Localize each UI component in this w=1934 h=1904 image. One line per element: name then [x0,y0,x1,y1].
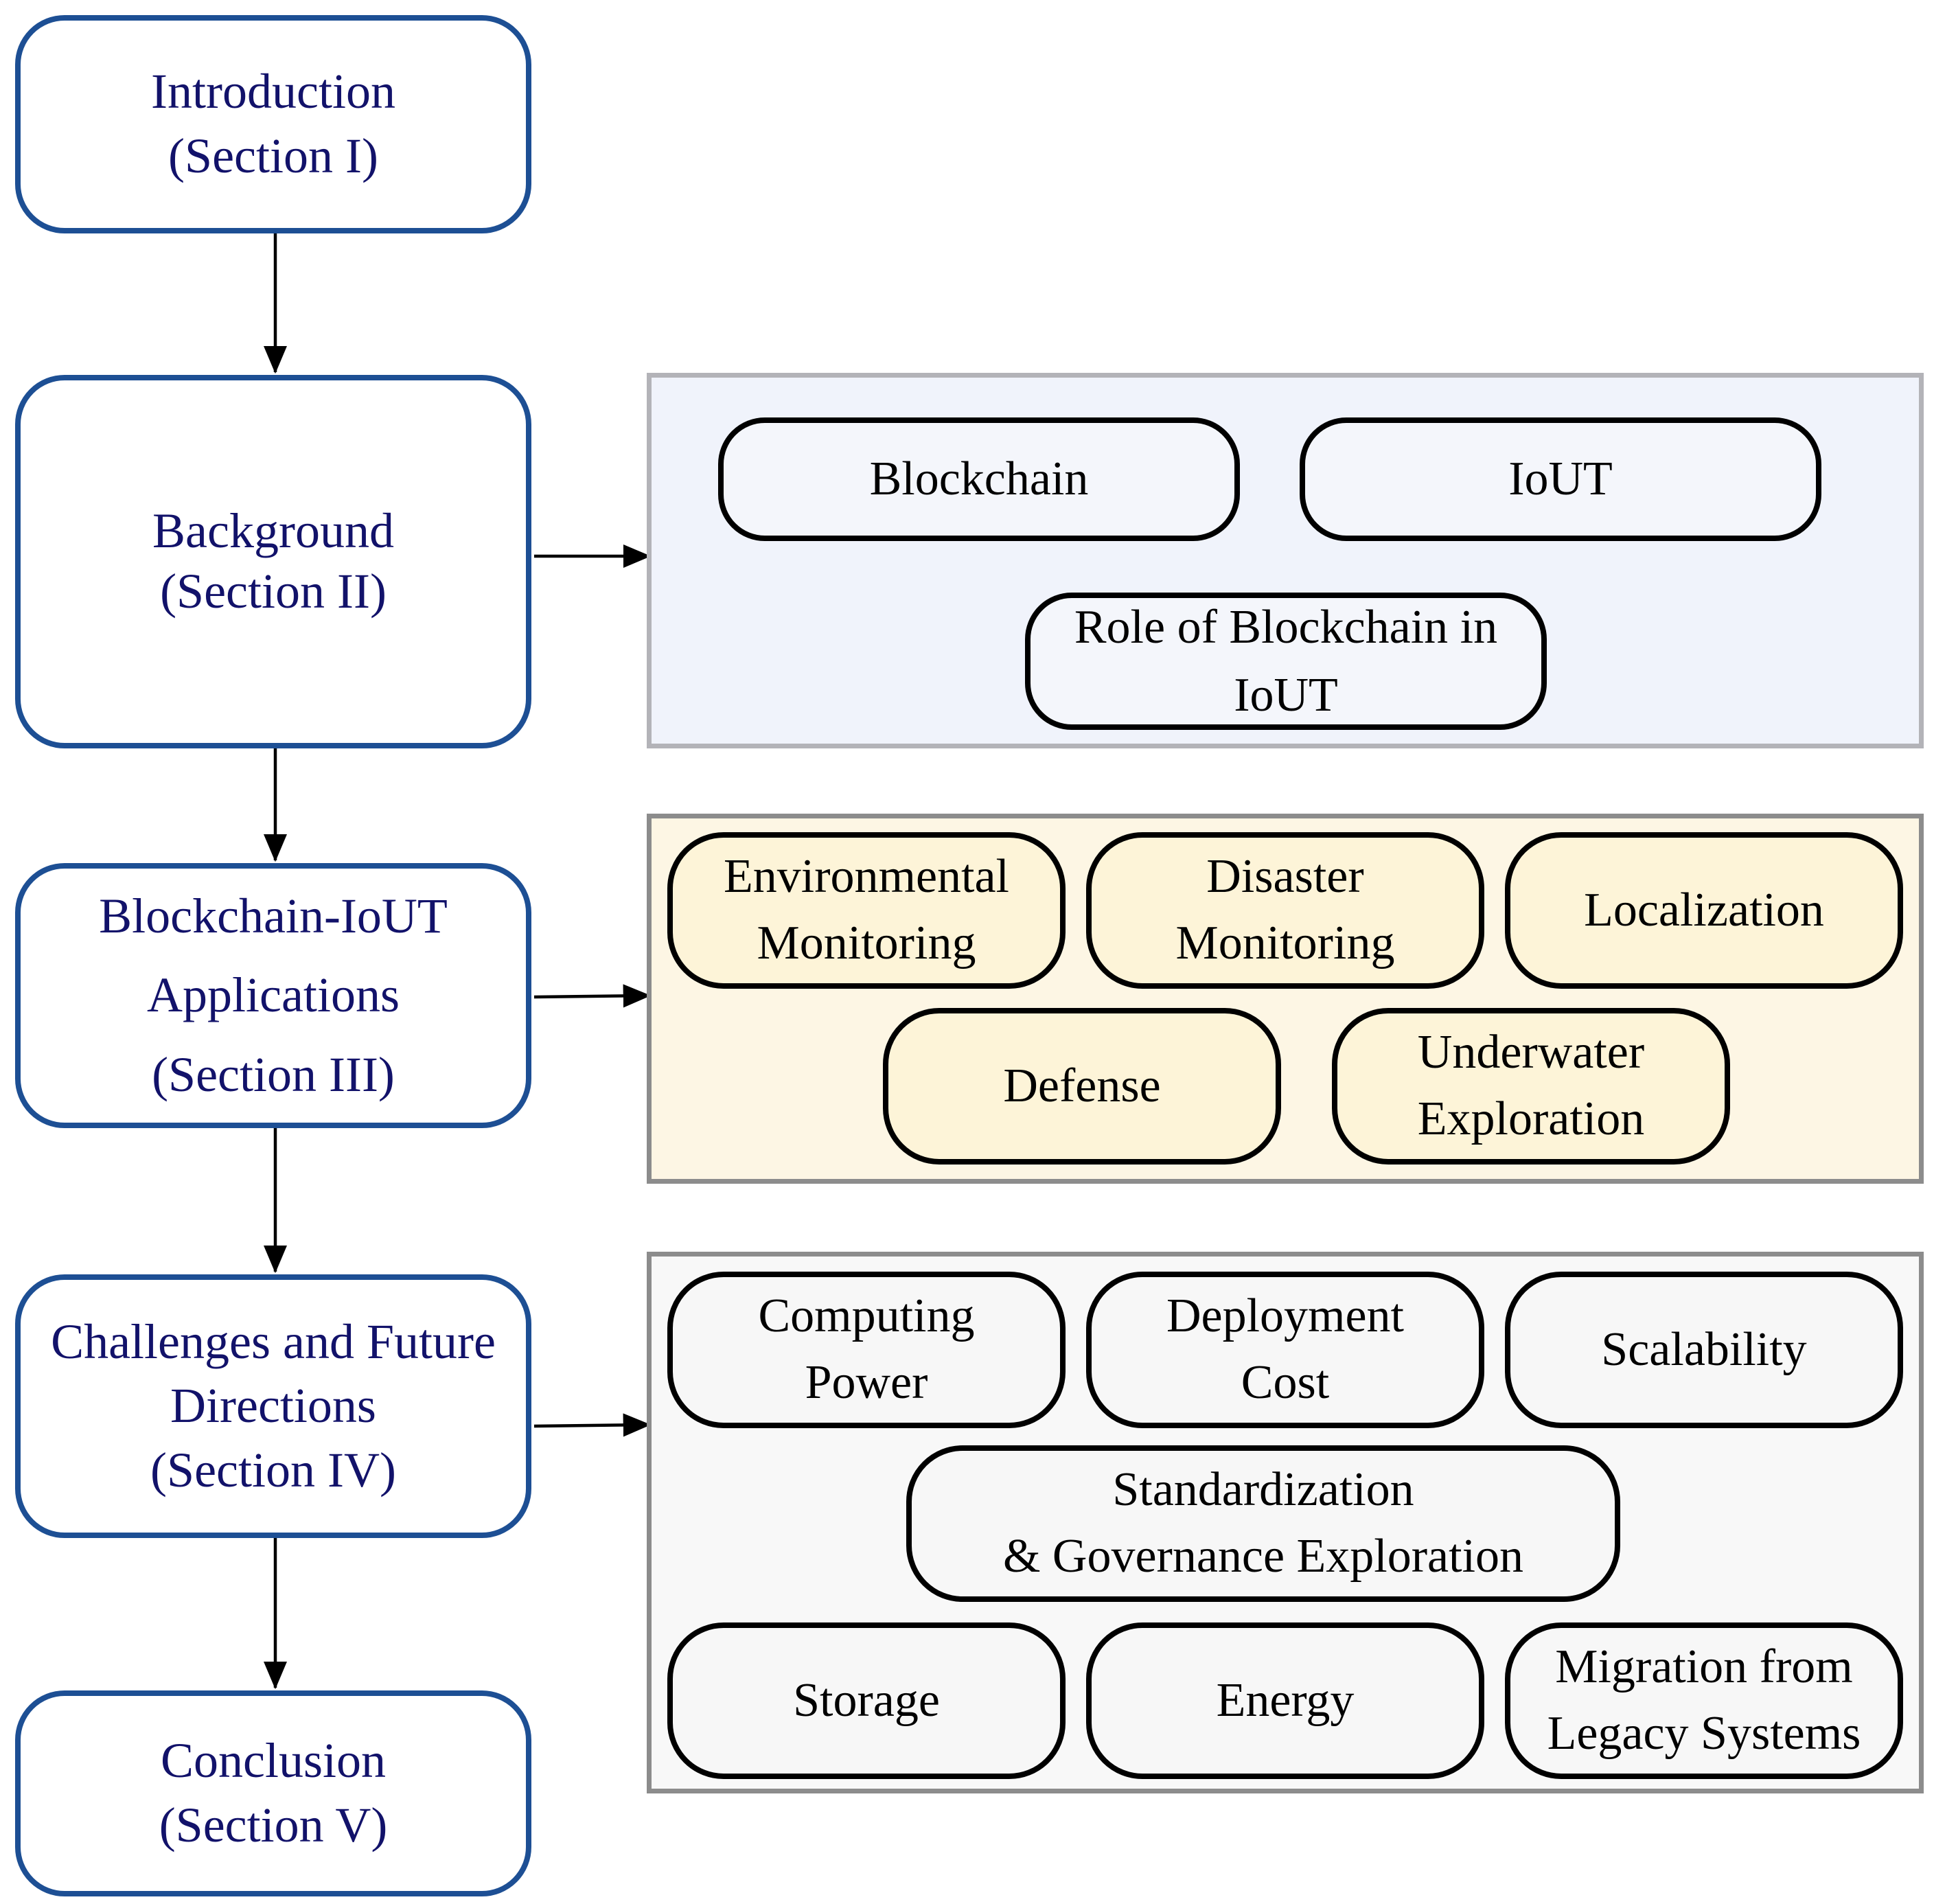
section-title: Directions [170,1378,376,1434]
topic-migration-legacy-systems: Migration from Legacy Systems [1505,1622,1903,1779]
topic-label: Monitoring [757,917,976,970]
topic-label: Computing [758,1289,975,1343]
section-title: Conclusion [160,1733,386,1789]
topic-label: Blockchain [869,452,1089,505]
section-title: Blockchain-IoUT [99,888,448,944]
section-number: (Section IV) [150,1442,396,1498]
section-introduction: Introduction (Section I) [15,15,531,233]
section-title: Background [152,503,394,559]
topic-scalability: Scalability [1505,1272,1903,1428]
topic-environmental-monitoring: Environmental Monitoring [667,832,1066,989]
topic-label: Cost [1241,1356,1330,1409]
topic-label: Role of Blockchain in [1074,600,1498,654]
topic-disaster-monitoring: Disaster Monitoring [1086,832,1484,989]
topic-deployment-cost: Deployment Cost [1086,1272,1484,1428]
topic-label: Energy [1216,1673,1355,1727]
topic-underwater-exploration: Underwater Exploration [1332,1008,1730,1165]
topic-label: IoUT [1234,669,1338,722]
topic-energy: Energy [1086,1622,1484,1779]
topic-label: Storage [793,1673,940,1727]
section-title: Challenges and Future [51,1314,496,1369]
section-title: Applications [147,967,400,1023]
section-number: (Section III) [152,1046,395,1102]
topic-blockchain: Blockchain [718,417,1240,541]
arrow-applications-to-topics [533,984,652,1008]
topic-role-of-blockchain-in-iout: Role of Blockchain in IoUT [1025,593,1547,730]
section-title: Introduction [151,64,395,119]
topic-iout: IoUT [1300,417,1821,541]
topic-defense: Defense [883,1008,1281,1165]
section-challenges: Challenges and Future Directions (Sectio… [15,1274,531,1538]
topic-label: Scalability [1601,1322,1807,1376]
section-number: (Section V) [159,1798,388,1853]
topic-label: Localization [1584,883,1824,937]
section-number: (Section I) [168,128,378,183]
topic-label: Migration from [1555,1640,1853,1694]
topic-label: Standardization [1112,1463,1414,1517]
topic-label: Power [805,1356,928,1409]
section-conclusion: Conclusion (Section V) [15,1690,531,1896]
topic-label: Exploration [1417,1092,1645,1145]
topic-label: IoUT [1508,452,1613,505]
topic-storage: Storage [667,1622,1066,1779]
topic-label: Monitoring [1175,917,1395,970]
topic-computing-power: Computing Power [667,1272,1066,1428]
topic-label: Underwater [1417,1026,1645,1079]
topic-label: & Governance Exploration [1002,1530,1524,1583]
section-background: Background (Section II) [15,375,531,748]
topic-standardization-governance: Standardization & Governance Exploration [906,1445,1620,1602]
arrow-challenges-to-topics [533,1413,652,1437]
topic-localization: Localization [1505,832,1903,989]
topic-label: Environmental [723,850,1009,904]
topic-label: Deployment [1166,1289,1405,1343]
topic-label: Disaster [1206,850,1364,904]
section-applications: Blockchain-IoUT Applications (Section II… [15,863,531,1128]
section-number: (Section II) [160,564,387,619]
topic-label: Defense [1003,1059,1161,1112]
topic-label: Legacy Systems [1547,1707,1861,1760]
